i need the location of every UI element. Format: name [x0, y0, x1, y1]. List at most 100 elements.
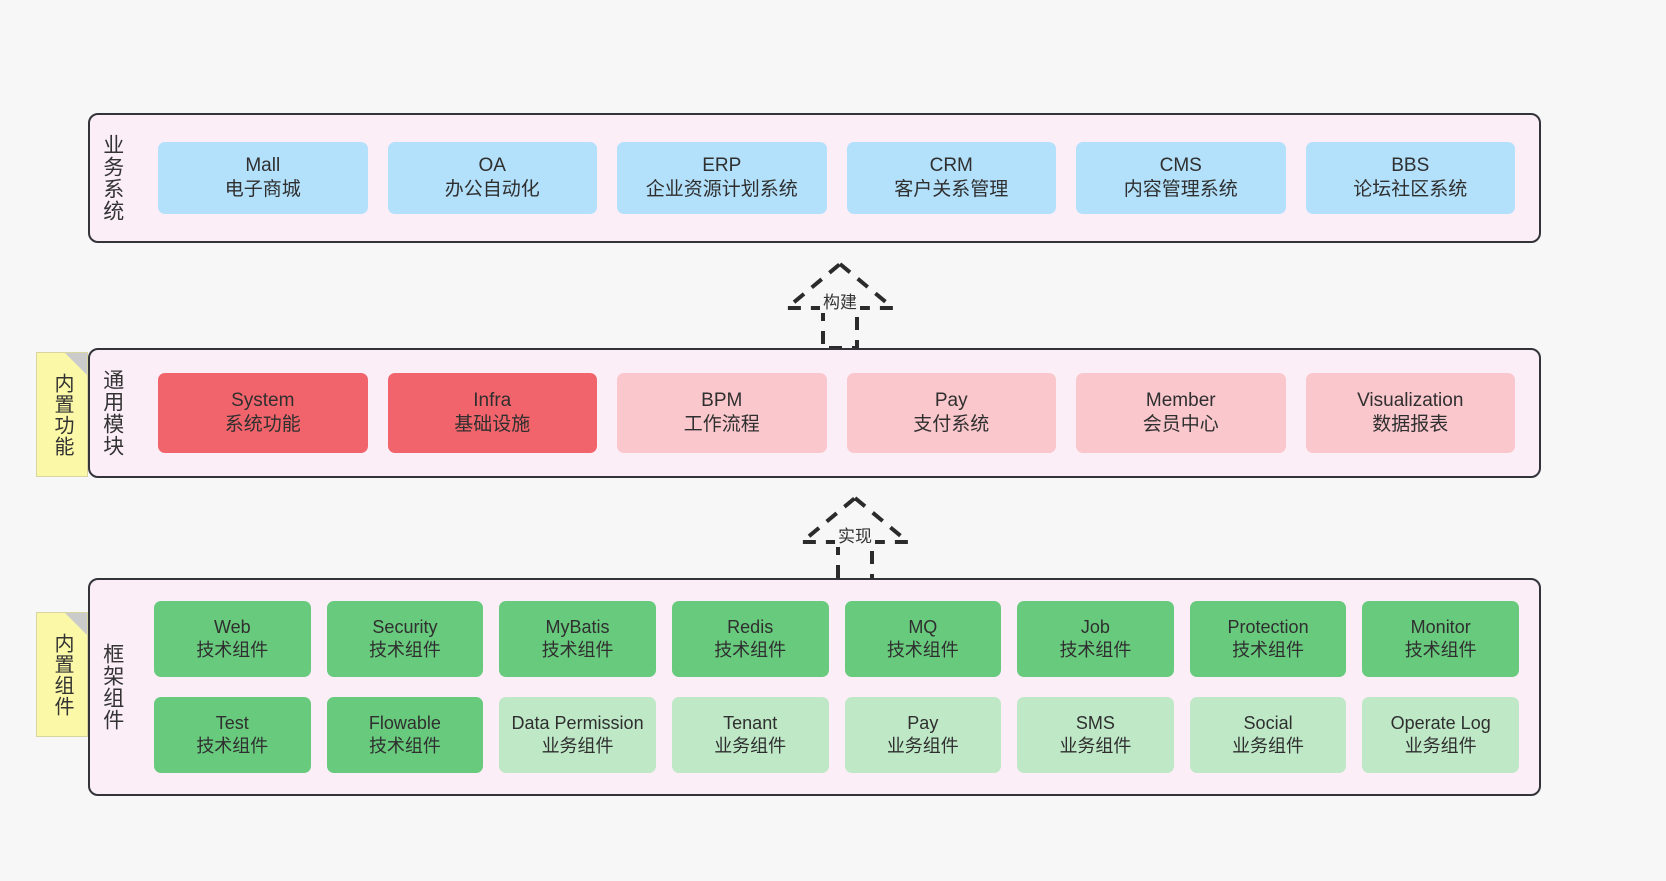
layer-body-common-modules: System 系统功能 Infra 基础设施 BPM 工作流程 Pay 支付系统…	[134, 350, 1539, 476]
connector-label-implement: 实现	[835, 522, 875, 547]
card-member[interactable]: Member 会员中心	[1076, 373, 1286, 453]
card-subtitle: 技术组件	[541, 640, 614, 660]
card-subtitle: 业务组件	[541, 736, 614, 756]
card-subtitle: 业务组件	[714, 736, 787, 756]
card-subtitle: 内容管理系统	[1123, 179, 1238, 200]
card-subtitle: 业务组件	[1232, 736, 1305, 756]
framework-components-row-2: Test 技术组件 Flowable 技术组件 Data Permission …	[146, 697, 1527, 773]
card-title: Redis	[727, 616, 774, 637]
card-subtitle: 基础设施	[454, 414, 531, 435]
card-title: Member	[1145, 389, 1216, 411]
layer-title-business-systems: 业务系统	[100, 134, 124, 222]
card-mq[interactable]: MQ 技术组件	[844, 601, 1002, 677]
card-title: System	[231, 389, 295, 411]
card-title: Visualization	[1357, 389, 1464, 411]
card-subtitle: 技术组件	[714, 640, 787, 660]
card-title: Tenant	[723, 712, 778, 733]
card-cms[interactable]: CMS 内容管理系统	[1076, 142, 1286, 214]
card-erp[interactable]: ERP 企业资源计划系统	[617, 142, 827, 214]
layer-framework-components: 框架组件 Web 技术组件 Security 技术组件 MyBatis 技术组件…	[88, 578, 1541, 796]
layer-business-systems: 业务系统 Mall 电子商城 OA 办公自动化 ERP 企业资源计划系统 CRM	[88, 113, 1541, 243]
card-subtitle: 客户关系管理	[894, 179, 1009, 200]
card-pay-component[interactable]: Pay 业务组件	[844, 697, 1002, 773]
card-crm[interactable]: CRM 客户关系管理	[846, 142, 1056, 214]
card-title: BPM	[701, 389, 743, 411]
card-subtitle: 技术组件	[196, 736, 269, 756]
card-title: Pay	[934, 389, 968, 411]
card-title: Mall	[245, 154, 281, 176]
note-builtin-features: 内置功能	[36, 352, 88, 477]
card-pay-module[interactable]: Pay 支付系统	[846, 373, 1056, 453]
layer-title-common-modules: 通用模块	[100, 369, 124, 457]
card-subtitle: 技术组件	[368, 640, 441, 660]
card-oa[interactable]: OA 办公自动化	[387, 142, 597, 214]
card-title: MyBatis	[545, 616, 610, 637]
business-systems-row: Mall 电子商城 OA 办公自动化 ERP 企业资源计划系统 CRM 客户关系…	[148, 142, 1525, 214]
card-test[interactable]: Test 技术组件	[154, 697, 311, 773]
card-subtitle: 系统功能	[224, 414, 301, 435]
card-data-permission[interactable]: Data Permission 业务组件	[499, 697, 656, 773]
card-bbs[interactable]: BBS 论坛社区系统	[1305, 142, 1515, 214]
layer-body-framework-components: Web 技术组件 Security 技术组件 MyBatis 技术组件 Redi…	[134, 580, 1539, 794]
card-monitor[interactable]: Monitor 技术组件	[1362, 601, 1519, 677]
card-mall[interactable]: Mall 电子商城	[158, 142, 368, 214]
card-subtitle: 技术组件	[886, 640, 959, 660]
card-title: Flowable	[368, 712, 441, 733]
note-label: 内置功能	[51, 372, 73, 457]
card-subtitle: 工作流程	[683, 414, 760, 435]
note-builtin-components: 内置组件	[36, 612, 88, 737]
connector-label-build: 构建	[820, 288, 860, 313]
card-operate-log[interactable]: Operate Log 业务组件	[1362, 697, 1519, 773]
card-subtitle: 技术组件	[368, 736, 441, 756]
card-title: CRM	[929, 154, 973, 176]
card-title: Operate Log	[1390, 712, 1491, 733]
card-subtitle: 会员中心	[1142, 414, 1219, 435]
dashed-generalization-arrow-icon	[796, 496, 914, 584]
card-title: Social	[1243, 712, 1293, 733]
layer-title-framework-components: 框架组件	[100, 643, 124, 731]
note-fold-corner-icon	[65, 613, 87, 635]
card-protection[interactable]: Protection 技术组件	[1189, 601, 1347, 677]
card-subtitle: 论坛社区系统	[1353, 179, 1468, 200]
card-system[interactable]: System 系统功能	[158, 373, 368, 453]
card-social[interactable]: Social 业务组件	[1189, 697, 1347, 773]
card-tenant[interactable]: Tenant 业务组件	[671, 697, 829, 773]
card-bpm[interactable]: BPM 工作流程	[617, 373, 827, 453]
card-title: Web	[213, 616, 251, 637]
card-redis[interactable]: Redis 技术组件	[671, 601, 829, 677]
card-subtitle: 技术组件	[1232, 640, 1305, 660]
card-job[interactable]: Job 技术组件	[1017, 601, 1174, 677]
card-title: Infra	[473, 389, 512, 411]
card-sms[interactable]: SMS 业务组件	[1017, 697, 1174, 773]
card-web[interactable]: Web 技术组件	[154, 601, 311, 677]
card-title: Job	[1080, 616, 1110, 637]
card-title: MQ	[908, 616, 938, 637]
card-subtitle: 数据报表	[1372, 414, 1449, 435]
card-flowable[interactable]: Flowable 技术组件	[326, 697, 484, 773]
dashed-generalization-arrow-icon	[781, 262, 899, 350]
card-title: Monitor	[1410, 616, 1471, 637]
card-subtitle: 业务组件	[886, 736, 959, 756]
connector-build: 构建	[745, 258, 935, 350]
card-title: Pay	[907, 712, 939, 733]
card-subtitle: 业务组件	[1404, 736, 1477, 756]
card-title: BBS	[1391, 154, 1430, 176]
card-title: CMS	[1159, 154, 1202, 176]
card-security[interactable]: Security 技术组件	[326, 601, 484, 677]
card-visualization[interactable]: Visualization 数据报表	[1305, 373, 1515, 453]
card-infra[interactable]: Infra 基础设施	[387, 373, 597, 453]
card-subtitle: 企业资源计划系统	[645, 179, 798, 200]
common-modules-row: System 系统功能 Infra 基础设施 BPM 工作流程 Pay 支付系统…	[148, 373, 1525, 453]
card-title: Test	[215, 712, 249, 733]
layer-body-business-systems: Mall 电子商城 OA 办公自动化 ERP 企业资源计划系统 CRM 客户关系…	[134, 115, 1539, 241]
card-mybatis[interactable]: MyBatis 技术组件	[499, 601, 656, 677]
layer-common-modules: 通用模块 System 系统功能 Infra 基础设施 BPM 工作流程 Pay	[88, 348, 1541, 478]
card-subtitle: 支付系统	[913, 414, 990, 435]
card-title: Security	[372, 616, 438, 637]
card-title: Protection	[1227, 616, 1309, 637]
framework-components-row-1: Web 技术组件 Security 技术组件 MyBatis 技术组件 Redi…	[146, 601, 1527, 677]
card-subtitle: 技术组件	[1404, 640, 1477, 660]
card-subtitle: 电子商城	[224, 179, 301, 200]
card-title: Data Permission	[511, 712, 644, 733]
